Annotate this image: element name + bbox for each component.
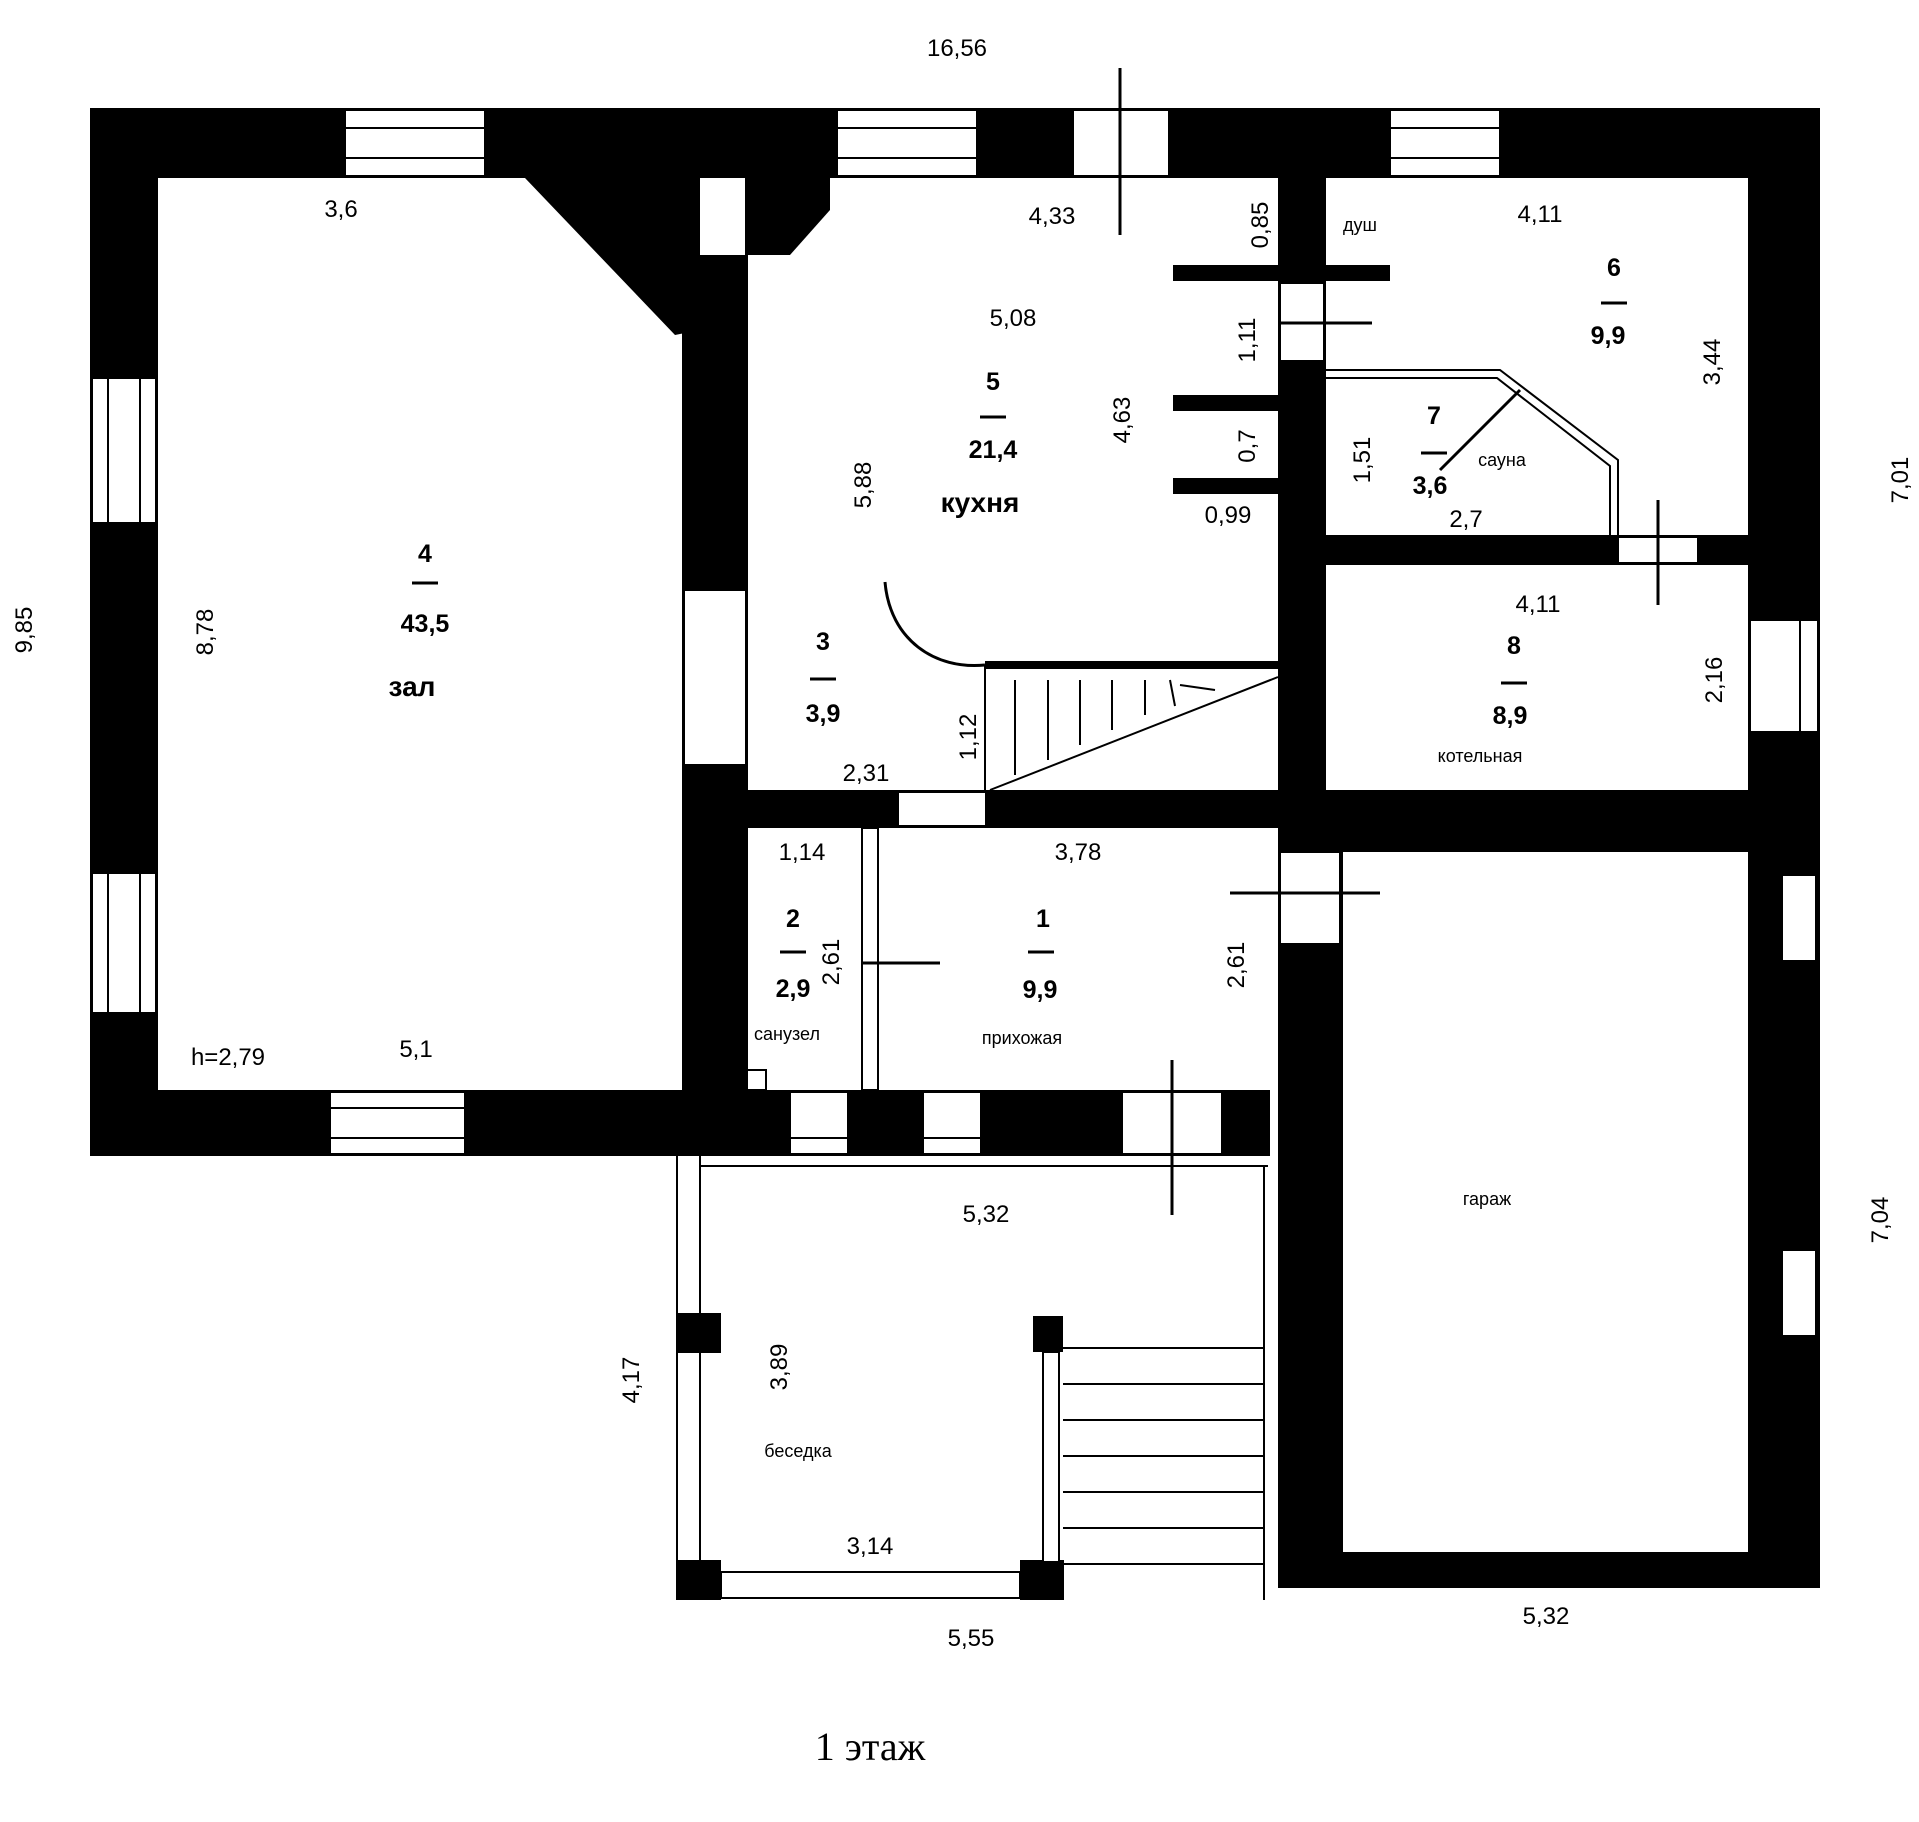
dim-r1-top: 3,78 — [1055, 839, 1102, 866]
room-4-area: 43,5 — [401, 610, 450, 638]
dim-zal-top: 3,6 — [324, 196, 357, 223]
dim-kitchen-right: 4,63 — [1109, 397, 1136, 444]
dim-r7-left: 1,51 — [1349, 437, 1376, 484]
room-7-number: 7 — [1427, 402, 1441, 430]
shower-label: душ — [1343, 215, 1377, 235]
dim-111: 1,11 — [1234, 318, 1261, 363]
dim-right-upper: 7,01 — [1887, 457, 1914, 504]
dim-gazebo-top: 5,32 — [963, 1201, 1010, 1228]
dim-r8-right: 2,16 — [1701, 657, 1728, 704]
room-6-number: 6 — [1607, 254, 1621, 282]
room-7-name: сауна — [1478, 450, 1527, 470]
room-4-name: зал — [389, 671, 436, 702]
dim-07: 0,7 — [1234, 429, 1261, 462]
dim-gazebo-bottom: 3,14 — [847, 1533, 894, 1560]
dim-r6-right: 3,44 — [1699, 339, 1726, 386]
gazebo-label: беседка — [764, 1441, 833, 1461]
room-8-number: 8 — [1507, 632, 1521, 660]
kitchen-stair — [883, 581, 1279, 791]
room-3-area: 3,9 — [806, 700, 841, 728]
door-marks — [862, 68, 1660, 1215]
dim-right-lower: 7,04 — [1867, 1197, 1894, 1244]
windows — [91, 109, 1819, 1337]
dim-bottom-garage: 5,32 — [1523, 1603, 1570, 1630]
room-1-name: прихожая — [982, 1028, 1062, 1048]
room-2-number: 2 — [786, 905, 800, 933]
dim-r3-bottom: 2,31 — [843, 760, 890, 787]
dim-gazebo-left: 4,17 — [618, 1357, 645, 1404]
dim-r2-side: 2,61 — [818, 939, 845, 986]
dim-085: 0,85 — [1247, 202, 1274, 249]
dim-top-total: 16,56 — [927, 35, 987, 62]
room-2-name: санузел — [754, 1024, 820, 1044]
room-8-name: котельная — [1438, 746, 1523, 766]
dim-099: 0,99 — [1205, 502, 1252, 529]
dim-r6-top: 4,11 — [1518, 201, 1563, 228]
dim-stair-112: 1,12 — [955, 714, 982, 761]
dim-r7-bottom: 2,7 — [1449, 506, 1482, 533]
dim-zal-bottom: 5,1 — [399, 1036, 432, 1063]
floor-caption: 1 этаж — [815, 1724, 926, 1769]
dim-bottom-gazebo: 5,55 — [948, 1625, 995, 1652]
room-6-area: 9,9 — [1591, 322, 1626, 350]
room-8-area: 8,9 — [1493, 702, 1528, 730]
dim-left-total: 9,85 — [11, 607, 38, 654]
area-bars — [412, 301, 1627, 954]
room-5-name: кухня — [941, 487, 1020, 518]
room-1-number: 1 — [1036, 905, 1050, 933]
dim-r2-top: 1,14 — [779, 839, 826, 866]
sauna-bench — [1326, 369, 1619, 537]
dim-gazebo-inner-h: 3,89 — [766, 1344, 793, 1391]
dim-zal-left: 8,78 — [192, 609, 219, 656]
room-5-number: 5 — [986, 368, 1000, 396]
ceiling-height: h=2,79 — [191, 1044, 265, 1071]
dim-kitchen-inner: 5,08 — [990, 305, 1037, 332]
room-5-area: 21,4 — [969, 436, 1018, 464]
room-2-area: 2,9 — [776, 975, 811, 1003]
room-7-area: 3,6 — [1413, 472, 1448, 500]
dim-kitchen-top: 4,33 — [1029, 203, 1076, 230]
room-4-number: 4 — [418, 540, 432, 568]
dim-r1-right: 2,61 — [1223, 942, 1250, 989]
dim-kitchen-left: 5,88 — [850, 462, 877, 509]
dim-r8-top: 4,11 — [1516, 591, 1561, 618]
walls — [90, 108, 1820, 1600]
gazebo — [676, 1069, 1268, 1600]
garage-label: гараж — [1463, 1189, 1511, 1209]
room-3-number: 3 — [816, 628, 830, 656]
room-1-area: 9,9 — [1023, 976, 1058, 1004]
